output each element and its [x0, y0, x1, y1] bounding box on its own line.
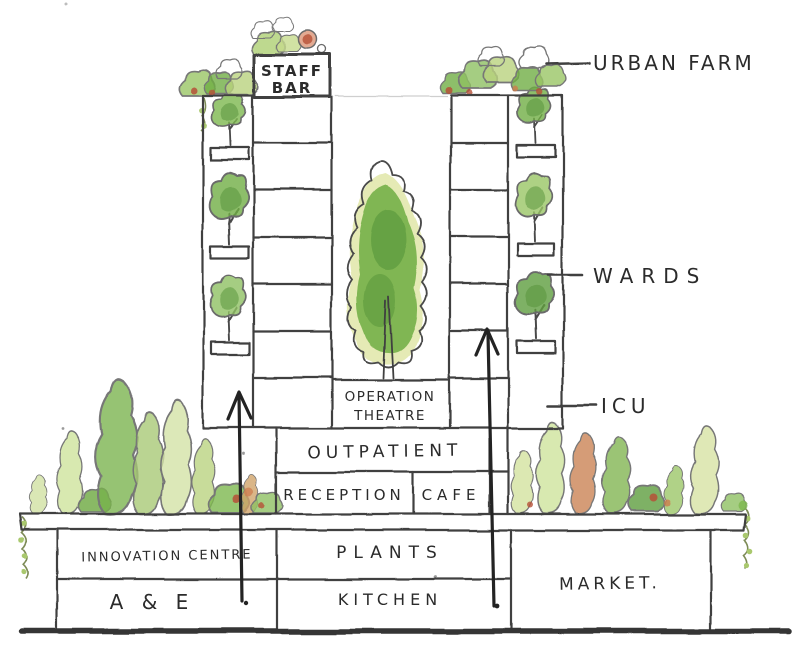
up-arrow-left	[226, 390, 253, 606]
hanging-vine-left	[20, 516, 28, 580]
planter	[515, 241, 557, 257]
atrium	[201, 295, 565, 430]
atrium-tree	[346, 159, 428, 368]
pencil-layer	[61, 2, 447, 579]
a-and-e-label: A & E	[110, 590, 195, 614]
planter	[515, 143, 557, 159]
balcony-tree	[208, 273, 247, 341]
vegetation-layer	[19, 16, 753, 580]
balcony-tree	[514, 172, 553, 242]
planter	[515, 339, 557, 355]
wards-label: WARDS	[593, 264, 707, 288]
podium-slab	[18, 512, 748, 532]
icu-label: ICU	[601, 394, 651, 418]
operation-theatre-label-line1: OPERATION	[345, 389, 436, 405]
podium	[55, 529, 713, 631]
right-tower	[448, 93, 565, 430]
reception-label: RECEPTION	[283, 486, 405, 504]
left-tower	[201, 53, 334, 430]
left-balcony-trees	[208, 91, 249, 341]
planter	[209, 340, 251, 356]
outpatient-label: OUTPATIENT	[307, 441, 462, 464]
cafe-label: CAFE	[422, 486, 481, 504]
staff-bar-roof-plants	[250, 16, 327, 56]
balcony-tree	[514, 270, 555, 340]
kitchen-label: KITCHEN	[338, 590, 442, 609]
plants-label: PLANTS	[336, 543, 444, 563]
staff-bar-label-line1: STAFF	[261, 62, 323, 80]
urban-farm-connector	[545, 61, 591, 66]
roof-garden-right	[510, 421, 753, 569]
urban-farm-plants	[438, 46, 568, 96]
market-label: MARKET.	[559, 573, 661, 594]
arrows	[226, 327, 500, 609]
urban-farm-label: URBAN FARM	[593, 51, 755, 75]
up-arrow-right	[474, 327, 500, 609]
ink-layer	[18, 53, 792, 634]
staff-bar-box	[253, 53, 332, 99]
tree-trunk	[382, 295, 394, 379]
innovation-centre-label: INNOVATION CENTRE	[81, 548, 253, 566]
operation-theatre-label-line2: THEATRE	[353, 408, 426, 424]
balcony-tree	[208, 172, 249, 245]
planter	[209, 146, 251, 162]
planter	[209, 244, 251, 260]
right-balcony-trees	[514, 85, 555, 340]
staff-bar-label-line2: BAR	[272, 79, 313, 97]
labels-layer: URBAN FARM WARDS ICU STAFF BAR OPERATION…	[81, 51, 755, 614]
balcony-tree	[210, 91, 247, 148]
